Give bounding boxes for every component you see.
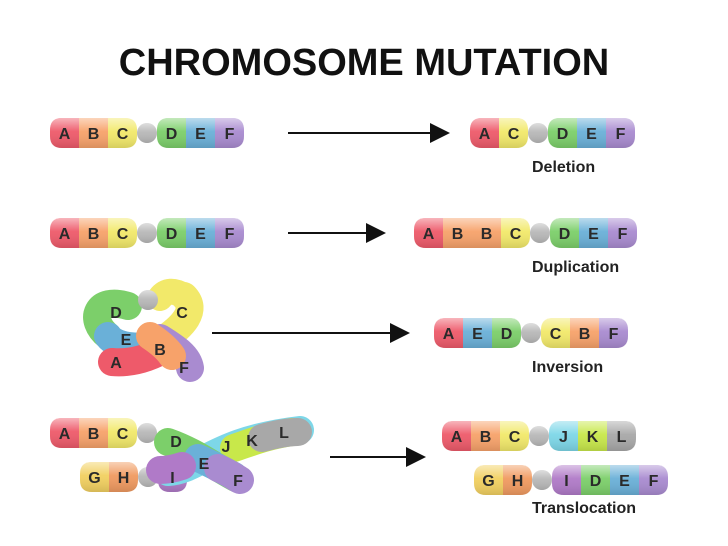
gene-label-g: G <box>482 473 494 490</box>
translocation-cross-label-e: E <box>199 456 210 473</box>
gene-label-a: A <box>451 429 463 446</box>
gene-label-b: B <box>579 326 591 343</box>
gene-label-e: E <box>195 126 206 143</box>
inversion-loop-label-c: C <box>176 305 188 322</box>
gene-label-b: B <box>452 226 464 243</box>
gene-label-f: F <box>225 226 235 243</box>
gene-label-f: F <box>225 126 235 143</box>
gene-label-d: D <box>559 226 571 243</box>
page-title: CHROMOSOME MUTATION <box>118 42 610 84</box>
gene-label-a: A <box>59 426 71 443</box>
gene-label-c: C <box>117 126 129 143</box>
translocation-cross-arms <box>146 416 314 494</box>
caption-duplication: Duplication <box>532 259 619 276</box>
caption-inversion: Inversion <box>532 359 603 376</box>
gene-label-j: J <box>559 429 568 446</box>
gene-label-h: H <box>512 473 524 490</box>
translocation-before-bottom-chromosome-labels: G H I <box>88 470 174 487</box>
inversion-loop-label-a: A <box>110 355 122 372</box>
gene-label-l: L <box>617 429 627 446</box>
gene-label-a: A <box>59 126 71 143</box>
gene-label-i: I <box>564 473 568 490</box>
gene-label-d: D <box>590 473 602 490</box>
gene-label-c: C <box>508 126 520 143</box>
gene-label-i: I <box>170 470 174 487</box>
gene-label-f: F <box>609 326 619 343</box>
gene-label-b: B <box>480 429 492 446</box>
gene-label-e: E <box>586 126 597 143</box>
gene-label-a: A <box>59 226 71 243</box>
inversion-loop-label-f: F <box>179 360 189 377</box>
gene-label-c: C <box>510 226 522 243</box>
gene-label-a: A <box>423 226 435 243</box>
inversion-loop-label-e: E <box>121 332 132 349</box>
gene-label-b: B <box>88 126 100 143</box>
inversion-loop-label-d: D <box>110 305 122 322</box>
gene-label-b: B <box>481 226 493 243</box>
gene-label-b: B <box>88 426 100 443</box>
gene-label-d: D <box>557 126 569 143</box>
gene-label-h: H <box>118 470 130 487</box>
gene-label-f: F <box>649 473 659 490</box>
inversion-loop-label-b: B <box>154 342 166 359</box>
translocation-cross-label-j: J <box>222 439 231 456</box>
deletion-after-chromosome <box>470 118 635 148</box>
gene-label-e: E <box>472 326 483 343</box>
gene-label-c: C <box>509 429 521 446</box>
gene-label-f: F <box>618 226 628 243</box>
inversion-loop-chromosome <box>83 278 204 382</box>
gene-label-c: C <box>550 326 562 343</box>
translocation-after-bottom-chromosome <box>474 465 668 495</box>
duplication-after-chromosome <box>414 218 637 248</box>
gene-label-e: E <box>588 226 599 243</box>
caption-translocation: Translocation <box>532 500 636 517</box>
gene-label-b: B <box>88 226 100 243</box>
translocation-cross-label-f: F <box>233 473 243 490</box>
inversion-after-chromosome <box>434 318 628 348</box>
translocation-before-top-chromosome <box>50 418 157 448</box>
gene-label-a: A <box>443 326 455 343</box>
caption-deletion: Deletion <box>532 159 595 176</box>
gene-label-a: A <box>479 126 491 143</box>
duplication-before-chromosome <box>50 218 244 248</box>
gene-label-k: K <box>587 429 599 446</box>
deletion-before-chromosome <box>50 118 244 148</box>
gene-label-e: E <box>619 473 630 490</box>
translocation-cross-label-d: D <box>170 434 182 451</box>
gene-label-d: D <box>166 126 178 143</box>
gene-label-c: C <box>117 426 129 443</box>
translocation-after-top-chromosome <box>442 421 636 451</box>
gene-label-g: G <box>88 470 100 487</box>
gene-label-f: F <box>616 126 626 143</box>
gene-label-d: D <box>501 326 513 343</box>
gene-label-c: C <box>117 226 129 243</box>
translocation-cross-label-l: L <box>279 425 289 442</box>
gene-label-e: E <box>195 226 206 243</box>
gene-label-d: D <box>166 226 178 243</box>
translocation-cross-label-k: K <box>246 433 258 450</box>
